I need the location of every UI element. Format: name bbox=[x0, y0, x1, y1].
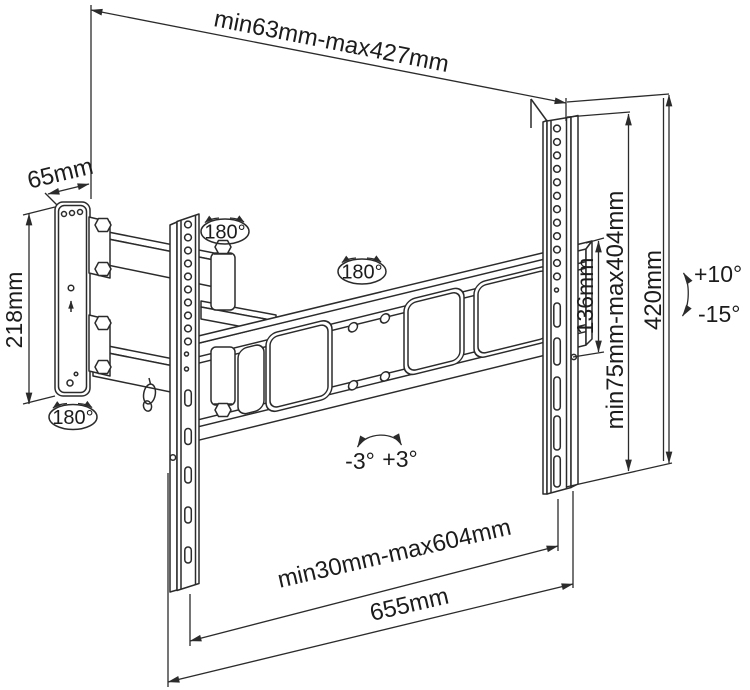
rotate-left-arrow-icon bbox=[204, 215, 220, 224]
rotation-badge-base bbox=[48, 400, 98, 431]
vesa-hole bbox=[347, 321, 359, 333]
hex-bolt-icon bbox=[94, 315, 112, 331]
dimension-lines bbox=[22, 5, 673, 687]
vesa-hole bbox=[379, 371, 391, 382]
vesa-hole bbox=[379, 313, 391, 324]
rotate-right-arrow-icon bbox=[77, 400, 93, 409]
angle-level-left-label: -3° bbox=[345, 448, 375, 474]
dim-vesa-span-label: min75mm-max404mm bbox=[602, 191, 629, 430]
tilt-arrow-icon bbox=[681, 272, 693, 317]
dim-bracket-height-label: 136mm bbox=[572, 258, 598, 335]
safety-wire-loop bbox=[142, 377, 157, 412]
hex-bolt-icon bbox=[94, 261, 112, 277]
hex-bolt-icon bbox=[94, 217, 112, 233]
dim-top-span-label: min63mm-max427mm bbox=[212, 5, 451, 78]
rotation-badge-arm-top bbox=[200, 215, 250, 245]
rotate-left-arrow-icon bbox=[341, 255, 357, 264]
pivot-column bbox=[210, 239, 236, 418]
angle-tilt-down-label: -15° bbox=[698, 301, 740, 327]
level-arrow-icon bbox=[356, 433, 403, 448]
dim-wall-plate-depth-label: 65mm bbox=[25, 153, 96, 195]
crossbar-beam bbox=[182, 240, 593, 445]
angle-swivel-arm-mid-label: 180° bbox=[341, 262, 382, 284]
beam-cutout-partial bbox=[237, 344, 265, 415]
wall-plate bbox=[54, 201, 112, 397]
dim-wall-plate-height-label: 218mm bbox=[1, 272, 27, 349]
dim-bottom-span-label: min30mm-max604mm bbox=[275, 514, 514, 594]
rotation-badge-arm-mid bbox=[337, 255, 387, 285]
rail-holes bbox=[183, 220, 193, 564]
rotate-left-arrow-icon bbox=[52, 401, 68, 409]
rotate-right-arrow-icon bbox=[229, 215, 245, 223]
left-tv-rail bbox=[169, 213, 200, 593]
rail-screw bbox=[169, 454, 177, 461]
angle-swivel-base-label: 180° bbox=[52, 407, 93, 429]
angle-tilt-up-label: +10° bbox=[694, 261, 742, 287]
rail-holes bbox=[552, 124, 562, 488]
angle-level-right-label: +3° bbox=[382, 446, 417, 472]
vesa-hole bbox=[347, 379, 359, 391]
angle-swivel-arm-top-label: 180° bbox=[204, 222, 245, 244]
hex-bolt-icon bbox=[94, 359, 112, 375]
dim-crossbar-width-label: 655mm bbox=[367, 583, 451, 627]
beam-cutout-1 bbox=[265, 320, 333, 413]
beam-cutout-2 bbox=[403, 287, 465, 376]
rotate-right-arrow-icon bbox=[366, 255, 382, 263]
dim-rail-height-label: 420mm bbox=[640, 250, 667, 330]
hex-bolt-icon bbox=[214, 402, 232, 418]
